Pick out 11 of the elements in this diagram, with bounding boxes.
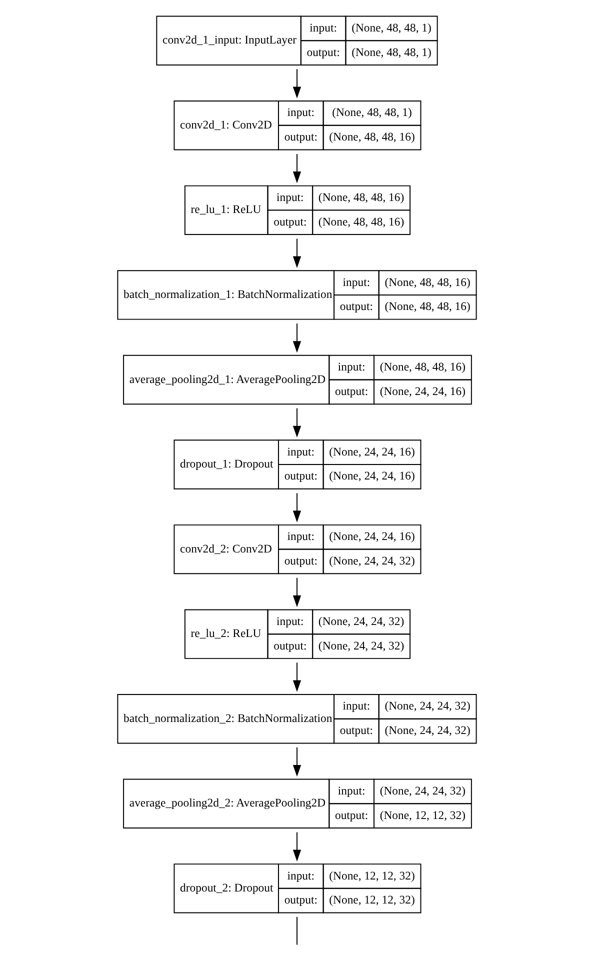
arrow xyxy=(292,746,301,777)
arrow xyxy=(292,68,301,98)
arrow xyxy=(292,577,301,608)
arrow xyxy=(292,662,301,692)
arrow xyxy=(292,323,301,353)
arrow xyxy=(292,153,301,184)
arrow xyxy=(292,492,301,522)
connector xyxy=(296,916,297,946)
arrow xyxy=(292,832,301,862)
arrow xyxy=(292,408,301,438)
arrow xyxy=(292,238,301,268)
